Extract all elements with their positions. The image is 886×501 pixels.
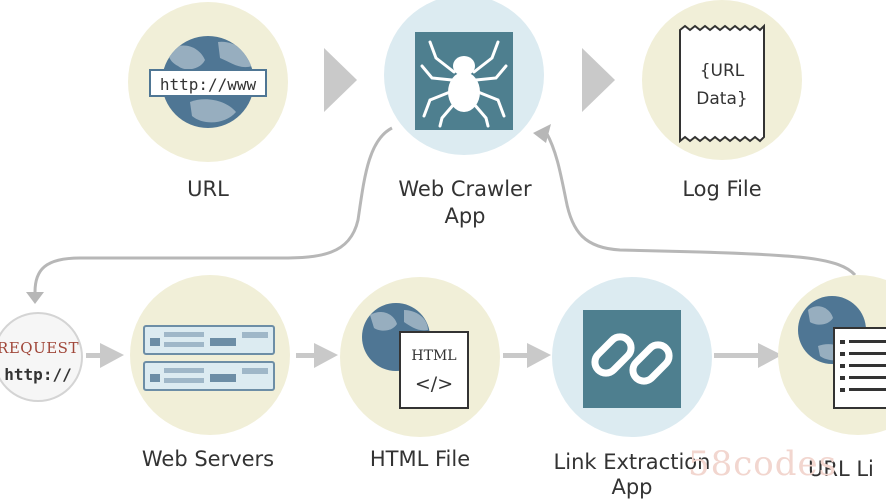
arrow-url-to-crawler — [324, 48, 357, 112]
request-arrowhead — [26, 292, 44, 304]
request-line2: http:// — [4, 365, 71, 384]
servers-node — [130, 275, 290, 435]
crawler-arrowhead — [533, 124, 551, 143]
url-node: http://www — [128, 2, 288, 162]
url-badge-text: http://www — [160, 75, 257, 94]
log-label: Log File — [682, 177, 762, 201]
connector-lines — [33, 126, 857, 293]
spider-icon — [420, 40, 508, 128]
url-badge — [149, 69, 267, 97]
watermark: 58codes — [688, 444, 838, 484]
link-label-line2: App — [611, 475, 653, 499]
urllist-node — [778, 275, 886, 435]
document-icon — [679, 23, 765, 144]
arrow-crawler-to-log — [582, 48, 615, 112]
request-node: REQUEST http:// — [0, 312, 83, 402]
crawler-to-request-line — [33, 126, 393, 293]
url-label: URL — [187, 177, 229, 201]
server-rack-icon — [143, 325, 275, 391]
chain-link-icon — [591, 333, 673, 385]
html-doc-title: HTML — [411, 348, 456, 364]
urllist-label: URL Li — [808, 457, 874, 481]
link-node — [552, 277, 712, 437]
log-doc-line1: {URL — [700, 61, 745, 81]
urllist-to-crawler-line — [544, 131, 857, 277]
html-label: HTML File — [369, 447, 471, 471]
crawler-label-line1: Web Crawler — [398, 177, 532, 201]
list-document-icon — [833, 327, 886, 409]
link-label-line1: Link Extraction — [553, 450, 711, 474]
servers-label: Web Servers — [141, 447, 275, 471]
log-node: {URL Data} — [642, 0, 802, 160]
html-node: HTML </> — [340, 277, 500, 437]
html-doc-code: </> — [415, 373, 453, 395]
log-doc-line2: Data} — [696, 89, 747, 109]
crawler-label-line2: App — [444, 204, 486, 228]
request-line1: REQUEST — [0, 339, 79, 357]
bottom-arrows — [86, 343, 782, 368]
crawler-node — [384, 0, 544, 155]
